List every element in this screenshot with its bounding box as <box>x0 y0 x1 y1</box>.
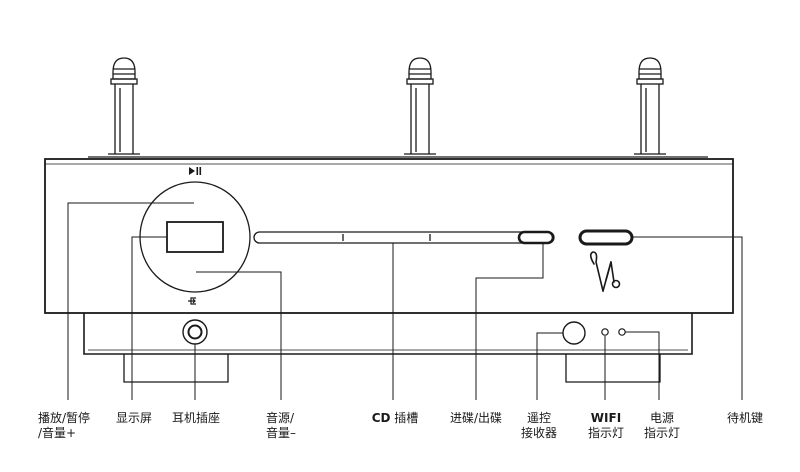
label-play-pause: 播放/暂停 /音量+ <box>38 411 91 440</box>
cd-slot <box>253 231 555 244</box>
standby-button[interactable] <box>578 229 634 246</box>
headphone-jack <box>182 319 208 345</box>
front-panel <box>44 158 734 314</box>
label-cd-slot: CD 插槽 <box>371 411 419 425</box>
power-led <box>618 328 626 336</box>
antenna-center <box>404 57 436 155</box>
remote-receiver <box>562 321 586 345</box>
antenna-right <box>634 57 666 155</box>
leader-lines <box>67 202 743 400</box>
display-screen <box>166 221 224 253</box>
label-display: 显示屏 <box>115 411 153 425</box>
play-pause-icon <box>189 167 202 175</box>
lower-chassis <box>83 313 693 355</box>
antenna-left <box>108 57 140 155</box>
label-eject: 进碟/出碟 <box>449 411 503 425</box>
foot-left <box>123 354 229 383</box>
label-wifi: WIFI 指示灯 <box>587 411 625 440</box>
wifi-led <box>601 328 609 336</box>
eject-button[interactable] <box>517 230 555 245</box>
label-standby: 待机键 <box>726 411 764 425</box>
label-power: 电源 指示灯 <box>643 411 681 440</box>
label-headphone: 耳机插座 <box>171 411 221 425</box>
label-remote: 遥控 接收器 <box>520 411 558 440</box>
brand-logo-icon <box>589 251 621 292</box>
input-source-icon <box>188 297 196 305</box>
label-source: 音源/ 音量– <box>266 411 297 440</box>
foot-right <box>565 354 661 383</box>
